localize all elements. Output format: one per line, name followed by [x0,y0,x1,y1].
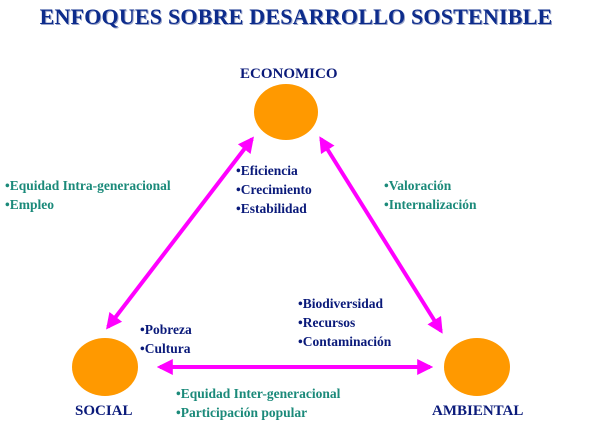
list-item: •Equidad Inter-generacional [176,386,341,401]
list-item: •Contaminación [298,334,392,349]
list-item: •Valoración [384,178,452,193]
node-label-social: SOCIAL [75,403,133,419]
node-label-economico: ECONOMICO [240,66,338,82]
node-circle-social [72,338,138,396]
page-title: ENFOQUES SOBRE DESARROLLO SOSTENIBLE [39,4,553,29]
list-item: •Cultura [140,341,191,356]
list-item: •Empleo [5,197,54,212]
list-item: •Pobreza [140,322,192,337]
list-item: •Biodiversidad [298,296,383,311]
list-item: •Internalización [384,197,477,212]
arrow-social-economico [106,136,254,330]
ambiental-attributes: •Biodiversidad •Recursos •Contaminación [298,294,391,351]
arrow-economico-ambiental [319,136,443,334]
node-label-ambiental: AMBIENTAL [432,403,524,419]
list-item: •Eficiencia [236,163,298,178]
social-attributes: •Pobreza •Cultura [140,320,192,358]
list-item: •Participación popular [176,405,308,420]
edge-social-economico-labels: •Equidad Intra-generacional •Empleo [5,176,171,214]
list-item: •Recursos [298,315,356,330]
node-circle-ambiental [444,338,510,396]
edge-social-ambiental-labels: •Equidad Inter-generacional •Participaci… [176,384,340,422]
economico-attributes: •Eficiencia •Crecimiento •Estabilidad [236,161,312,218]
node-circle-economico [254,84,318,140]
list-item: •Estabilidad [236,201,307,216]
list-item: •Crecimiento [236,182,312,197]
edge-economico-ambiental-labels: •Valoración •Internalización [384,176,476,214]
list-item: •Equidad Intra-generacional [5,178,171,193]
